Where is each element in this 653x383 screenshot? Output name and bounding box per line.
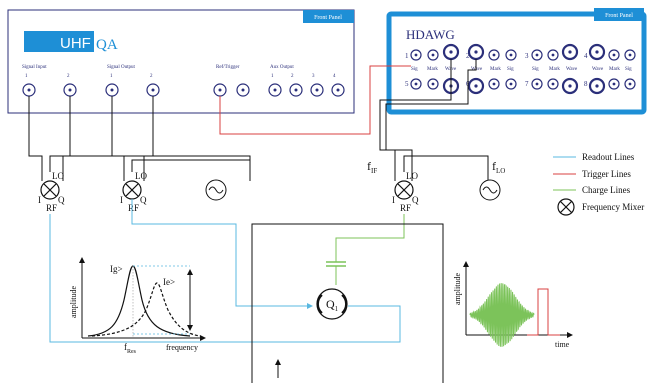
hdawg-channel-num: 7 — [525, 80, 529, 88]
trigger-line — [219, 65, 411, 135]
uhfqa-front-panel-badge: Front Panel — [314, 15, 342, 21]
hdawg-port-label: Mark — [609, 67, 620, 72]
hdawg-port-label: Mark — [549, 67, 560, 72]
excited-state-peak — [91, 282, 201, 337]
legend-charge: Charge Lines — [582, 185, 631, 195]
hdawg-title: HDAWG — [406, 27, 455, 42]
f-if-label: fIF — [367, 159, 377, 175]
signal-output-label: Signal Output — [107, 65, 136, 70]
mixer-1-rf: RF — [46, 203, 57, 213]
legend-mixer: Frequency Mixer — [582, 202, 644, 212]
uhf-port-num: 1 — [110, 74, 113, 79]
if-wires — [28, 59, 489, 181]
uhf-port-num: 1 — [25, 74, 28, 79]
hdawg-port-label: Sig — [532, 67, 539, 72]
fres-label: fRes — [124, 342, 137, 355]
lo-source-1 — [205, 179, 227, 201]
hdawg-channel-num: 2 — [466, 52, 470, 60]
hdawg-channel-num: 8 — [584, 80, 588, 88]
f-lo-label: fLO — [492, 159, 505, 175]
frequency-mixer-icon — [557, 198, 575, 216]
mixer-2-i: I — [120, 195, 123, 205]
hdawg-port-label: Mark — [427, 67, 438, 72]
resonator-spectrum-plot: amplitude frequency Ig> Ie> fRes — [69, 257, 206, 355]
qa-logo: QA — [96, 37, 118, 53]
hdawg-front-panel-badge: Front Panel — [605, 13, 633, 19]
aux-output-label: Aux Output — [270, 65, 294, 70]
uhf-port-num: 2 — [150, 74, 153, 79]
hdawg-port-label: Sig — [625, 67, 632, 72]
hdawg-channel-num: 1 — [405, 52, 409, 60]
uhf-logo: UHF — [60, 35, 91, 52]
signal-input-label: Signal Input — [22, 65, 47, 70]
readout-lines — [49, 199, 401, 343]
hdawg-port-label: Wave — [566, 67, 578, 72]
frequency-mixer-3: LO I Q RF — [392, 171, 419, 213]
mixer-2-q: Q — [140, 195, 147, 205]
pulse-ylabel: amplitude — [453, 273, 462, 305]
hdawg-channel-num: 3 — [525, 52, 529, 60]
spectrum-xlabel: frequency — [166, 343, 198, 352]
hdawg-port-label: Wave — [592, 67, 604, 72]
ref-trigger-label: Ref/Trigger — [216, 65, 240, 70]
legend-readout: Readout Lines — [582, 152, 635, 162]
mixer-1-q: Q — [58, 195, 65, 205]
qubit-resonator: Q1 — [316, 288, 348, 320]
uhf-port-num: 4 — [333, 74, 336, 79]
drive-wavepacket — [469, 283, 535, 347]
hdawg-channel-num: 4 — [584, 52, 588, 60]
lo-source-2 — [479, 179, 501, 201]
legend-trigger: Trigger Lines — [582, 169, 631, 179]
mixer-1-i: I — [38, 195, 41, 205]
hdawg-port-label: Sig — [507, 67, 514, 72]
hdawg-channel-num: 5 — [405, 80, 409, 88]
coupling-capacitor — [326, 261, 346, 285]
mixer-3-lo: LO — [406, 171, 418, 181]
uhf-port-num: 3 — [312, 74, 315, 79]
uhf-port-num: 2 — [67, 74, 70, 79]
pulse-xlabel: time — [555, 340, 570, 349]
cryostat-box — [251, 223, 444, 383]
pulse-sequence-plot: amplitude time — [453, 261, 573, 349]
legend: Readout Lines Trigger Lines Charge Lines… — [553, 152, 644, 216]
mixer-3-rf: RF — [400, 203, 411, 213]
ig-label: Ig> — [110, 264, 123, 274]
hdawg-port-label: Wave — [471, 67, 483, 72]
mixer-3-q: Q — [412, 195, 419, 205]
ie-label: Ie> — [163, 277, 175, 287]
mixer-2-rf: RF — [128, 203, 139, 213]
hdawg-port-label: Mark — [490, 67, 501, 72]
uhf-port-num: 2 — [291, 74, 294, 79]
spectrum-ylabel: amplitude — [69, 286, 78, 318]
frequency-mixer-1: LO I Q RF — [38, 171, 65, 213]
hdawg-port-label: Sig — [411, 67, 418, 72]
mixer-1-lo: LO — [52, 171, 64, 181]
readout-pulse — [527, 288, 560, 336]
uhfqa-front-panel: Front Panel UHF QA Signal Input Signal O… — [7, 9, 355, 114]
charge-line — [335, 214, 405, 262]
uhf-port-num: 1 — [271, 74, 274, 79]
mixer-2-lo: LO — [135, 171, 147, 181]
qubit-label: Q1 — [326, 297, 339, 313]
mixer-3-i: I — [392, 195, 395, 205]
hdawg-front-panel: Front Panel HDAWG 1 2 3 4 5 6 7 8 Sig Ma… — [386, 8, 647, 115]
